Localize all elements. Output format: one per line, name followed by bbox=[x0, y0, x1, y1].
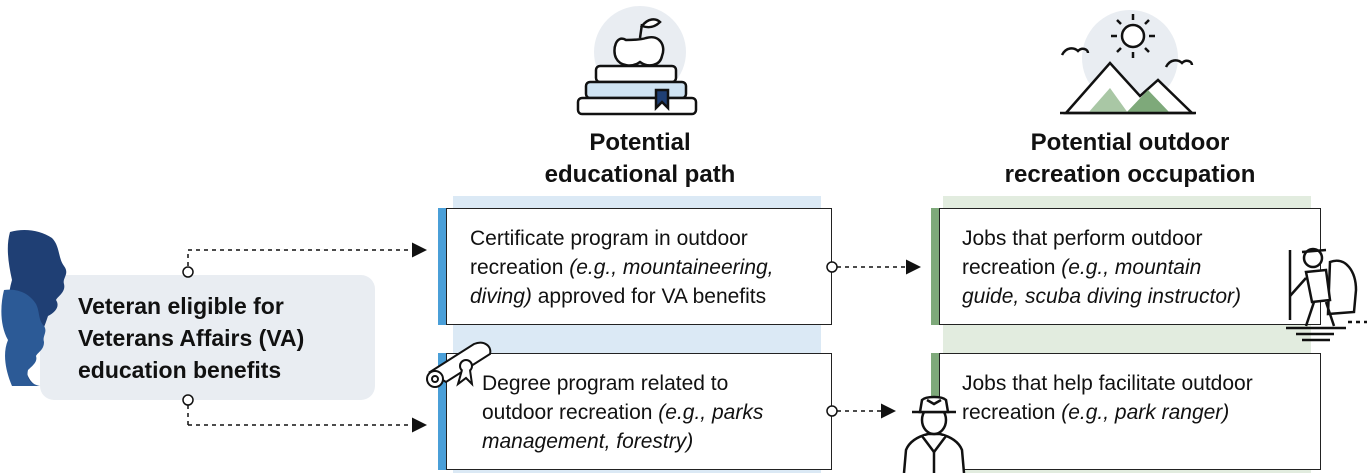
veteran-to-certificate-connector bbox=[182, 242, 427, 278]
veteran-to-degree-connector bbox=[182, 394, 427, 433]
education-heading: Potential educational path bbox=[544, 129, 736, 188]
degree-program-box bbox=[438, 353, 832, 470]
veteran-eligibility-label: Veteran eligible for Veterans Affairs (V… bbox=[78, 293, 305, 383]
perform-jobs-text: Jobs that perform outdoor recreation (e.… bbox=[962, 227, 1241, 308]
perform-jobs-box bbox=[931, 208, 1321, 325]
degree-program-text: Degree program related to outdoor recrea… bbox=[482, 372, 764, 453]
occupation-accent-bar bbox=[931, 208, 940, 325]
facilitate-jobs-text: Jobs that help facilitate outdoor recrea… bbox=[962, 372, 1253, 424]
certificate-to-perform-connector bbox=[826, 259, 921, 275]
veteran-eligibility-box bbox=[40, 275, 375, 400]
occupation-heading: Potential outdoor recreation occupation bbox=[1004, 129, 1256, 188]
certificate-program-box bbox=[438, 208, 832, 325]
degree-to-facilitate-connector bbox=[826, 403, 896, 419]
education-accent-bar bbox=[438, 353, 447, 470]
education-accent-bar bbox=[438, 208, 447, 325]
certificate-program-text: Certificate program in outdoor recreatio… bbox=[470, 227, 774, 308]
veteran-profiles-icon bbox=[1, 230, 67, 386]
